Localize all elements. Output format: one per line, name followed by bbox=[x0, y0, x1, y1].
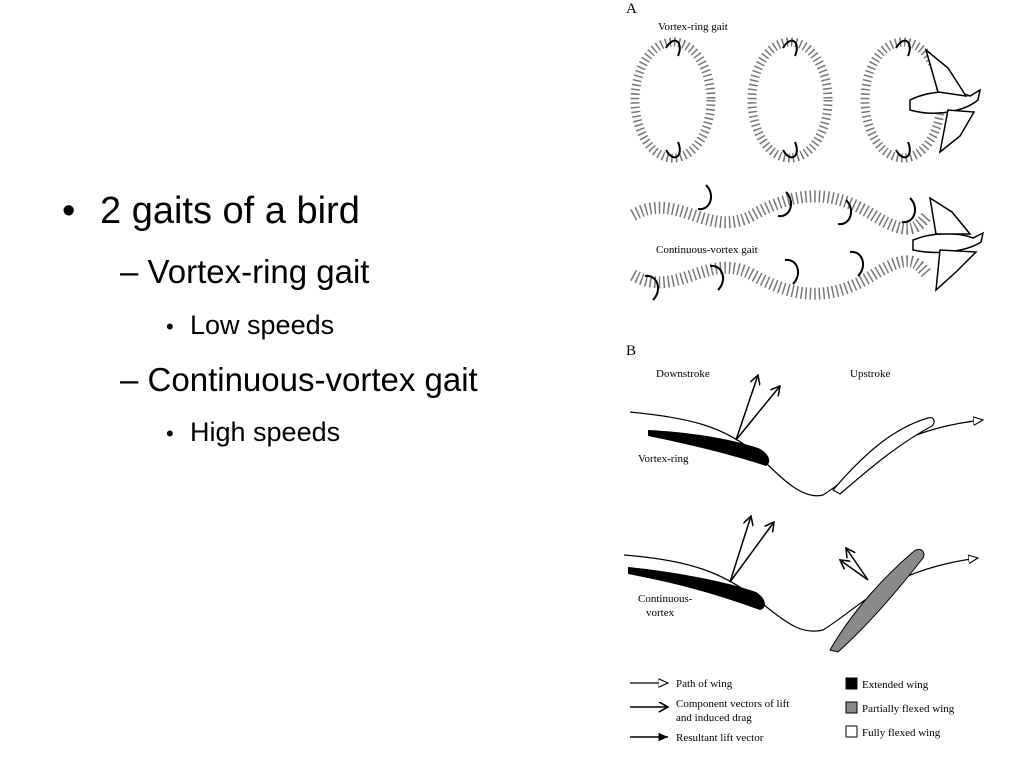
panel-b-letter: B bbox=[626, 343, 636, 359]
bullet-marker: – bbox=[120, 361, 139, 398]
bullet-marker: • bbox=[166, 420, 174, 446]
bullet-level2: – Continuous-vortex gait bbox=[120, 361, 478, 399]
panel-a-letter: A bbox=[626, 1, 637, 17]
bullet-level1: • 2 gaits of a bird bbox=[62, 190, 360, 233]
upstroke-vector bbox=[846, 548, 869, 581]
bullet-level3: • Low speeds bbox=[166, 310, 334, 341]
vortex-curl bbox=[697, 184, 713, 211]
legend-component-vectors-line2: and induced drag bbox=[676, 712, 752, 724]
continuous-vortex-row-label-line1: Continuous- bbox=[638, 593, 693, 605]
panel-a: A Vortex-ring gait bbox=[626, 1, 985, 301]
vortex-curl bbox=[901, 197, 917, 224]
upstroke-vector bbox=[840, 560, 869, 581]
drag-vector bbox=[729, 522, 774, 583]
lift-vector bbox=[735, 375, 758, 441]
vortex-rings bbox=[630, 37, 982, 163]
legend-extended-wing: Extended wing bbox=[862, 679, 929, 691]
figure-legend: Path of wing Component vectors of lift a… bbox=[630, 677, 955, 744]
continuous-vortex-wakes: Continuous-vortex gait bbox=[630, 184, 985, 301]
vortex-ring-row-label: Vortex-ring bbox=[638, 453, 689, 465]
legend-component-vectors-line1: Component vectors of lift bbox=[676, 698, 789, 710]
vortex-curl bbox=[782, 39, 798, 57]
extended-wing-swatch bbox=[845, 677, 858, 690]
bullet-text: Vortex-ring gait bbox=[147, 253, 370, 290]
vortex-curl bbox=[784, 258, 800, 285]
vortex-ring bbox=[630, 37, 716, 163]
legend-resultant-lift: Resultant lift vector bbox=[676, 732, 764, 744]
fully-flexed-wing bbox=[832, 417, 935, 495]
bullet-text: Continuous-vortex gait bbox=[147, 361, 478, 398]
vortex-curl bbox=[895, 39, 911, 57]
drag-vector bbox=[735, 386, 780, 441]
vortex-ring bbox=[747, 37, 833, 163]
panel-b: B Downstroke Upstroke Vortex-ring Conti bbox=[623, 343, 983, 653]
continuous-vortex-stroke: Continuous- vortex bbox=[623, 516, 978, 653]
vortex-curl bbox=[665, 141, 681, 159]
bullet-marker: • bbox=[62, 190, 76, 232]
bird-silhouette-top bbox=[909, 47, 982, 154]
lift-vector bbox=[729, 516, 751, 583]
legend-fully-flexed-wing: Fully flexed wing bbox=[862, 727, 941, 739]
extended-wing bbox=[648, 430, 770, 466]
bullet-list: • 2 gaits of a bird – Vortex-ring gait • L… bbox=[62, 190, 478, 448]
bullet-level3: • High speeds bbox=[166, 417, 340, 448]
legend-path-of-wing: Path of wing bbox=[676, 678, 733, 690]
fully-flexed-wing-swatch bbox=[845, 725, 858, 738]
bird-silhouette-bottom bbox=[912, 196, 985, 292]
vortex-curl bbox=[709, 264, 725, 291]
upstroke-label: Upstroke bbox=[850, 368, 890, 380]
bullet-text: Low speeds bbox=[190, 310, 335, 340]
vortex-ring-gait-label: Vortex-ring gait bbox=[658, 21, 728, 33]
bullet-marker: • bbox=[166, 313, 174, 339]
vortex-curl bbox=[777, 191, 793, 218]
bullet-level2: – Vortex-ring gait bbox=[120, 253, 369, 291]
vortex-wake-bottom bbox=[630, 255, 933, 300]
partially-flexed-wing-swatch bbox=[845, 701, 858, 714]
bullet-marker: – bbox=[120, 253, 139, 290]
bird-gait-figure: A Vortex-ring gait bbox=[623, 1, 1024, 744]
vortex-curl bbox=[782, 141, 798, 159]
vortex-curl bbox=[895, 141, 911, 159]
legend-partially-flexed-wing: Partially flexed wing bbox=[862, 703, 955, 715]
extended-wing bbox=[628, 567, 765, 610]
vortex-curl bbox=[849, 250, 865, 277]
bullet-text: 2 gaits of a bird bbox=[100, 190, 360, 232]
continuous-vortex-row-label-line2: vortex bbox=[646, 607, 675, 619]
partially-flexed-wing bbox=[829, 549, 925, 653]
vortex-ring-stroke: Vortex-ring bbox=[629, 375, 983, 497]
continuous-vortex-gait-label: Continuous-vortex gait bbox=[656, 244, 758, 256]
bullet-text: High speeds bbox=[190, 417, 341, 447]
vortex-wake-top bbox=[630, 190, 933, 235]
downstroke-label: Downstroke bbox=[656, 368, 710, 380]
vortex-curl bbox=[644, 274, 660, 301]
vortex-curl bbox=[837, 199, 853, 226]
vortex-curl bbox=[665, 39, 681, 57]
